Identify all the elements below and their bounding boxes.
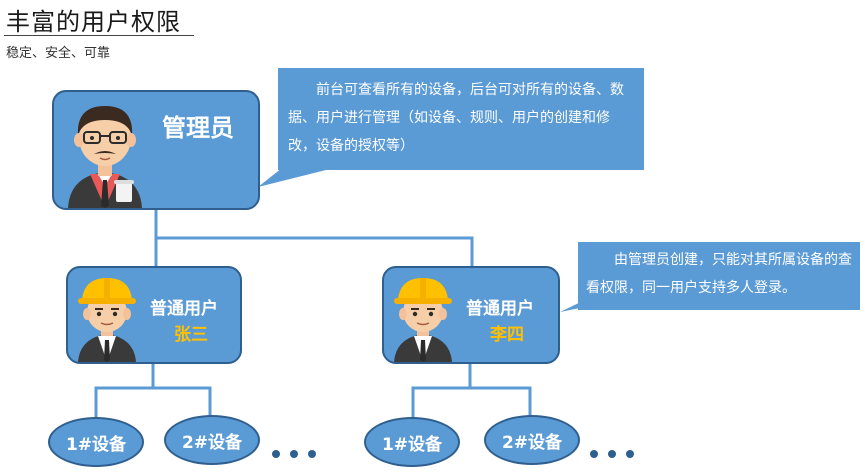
user-1-label: 普通用户 [150, 299, 218, 319]
user1-device-line [94, 363, 212, 420]
worker-hardhat-avatar-icon [394, 278, 452, 362]
user-2-label: 普通用户 [466, 299, 534, 319]
title-underline [4, 35, 194, 36]
user-2-name: 李四 [490, 325, 524, 345]
manager-avatar-icon [68, 106, 142, 208]
admin-node[interactable]: 管理员 [52, 90, 260, 210]
device-2-user-2[interactable]: 2#设备 [484, 415, 580, 465]
admin-callout-tail [258, 168, 334, 187]
page-subtitle: 稳定、安全、可靠 [6, 46, 111, 61]
user-1-name: 张三 [174, 325, 208, 345]
user-node-2[interactable]: 普通用户 李四 [382, 266, 560, 364]
user-node-1[interactable]: 普通用户 张三 [66, 266, 242, 364]
device-1-user-2[interactable]: 1#设备 [364, 417, 460, 467]
device-2-user-1[interactable]: 2#设备 [164, 415, 260, 465]
device-1-user-1[interactable]: 1#设备 [48, 417, 144, 467]
ellipsis-dots-icon [272, 450, 316, 458]
page-title: 丰富的用户权限 [6, 8, 181, 36]
admin-trunk-line [154, 210, 474, 268]
admin-label: 管理员 [162, 114, 234, 142]
user-callout: 由管理员创建，只能对其所属设备的查看权限，同一用户支持多人登录。 [578, 242, 860, 310]
worker-hardhat-avatar-icon [78, 278, 136, 362]
ellipsis-dots-icon [590, 450, 634, 458]
user2-device-line [411, 363, 532, 420]
admin-callout: 前台可查看所有的设备，后台可对所有的设备、数据、用户进行管理（如设备、规则、用户… [278, 68, 644, 170]
